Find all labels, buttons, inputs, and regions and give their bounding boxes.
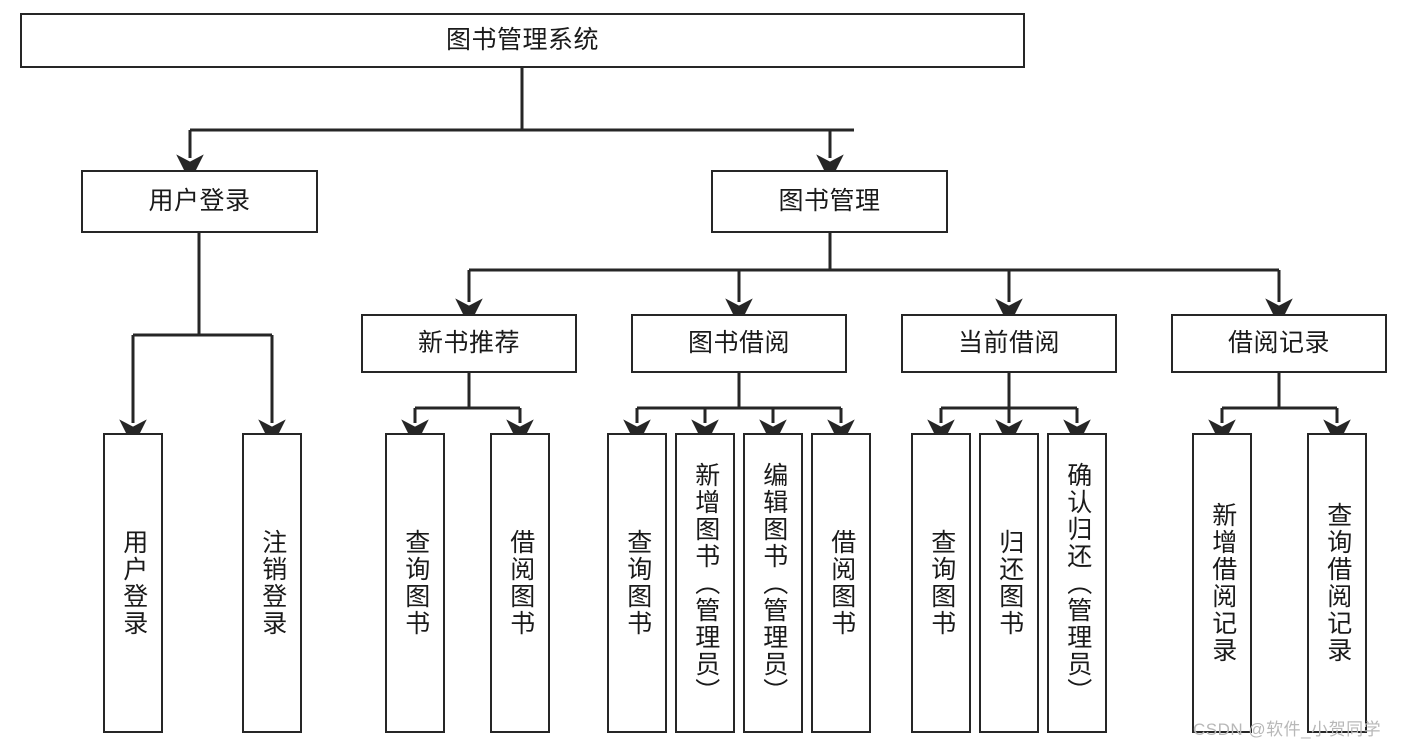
node-leaf-confirm-return-label: 确认归还（管理员） [1063, 461, 1092, 705]
node-leaf-add-book[interactable]: 新增图书（管理员） [675, 433, 735, 733]
node-leaf-logout[interactable]: 注销登录 [242, 433, 302, 733]
node-new-book-rec-label: 新书推荐 [417, 329, 520, 358]
node-leaf-borrow-book-2-label: 借阅图书 [827, 529, 856, 637]
node-leaf-borrow-book-1[interactable]: 借阅图书 [490, 433, 550, 733]
node-leaf-query-book-3[interactable]: 查询图书 [911, 433, 971, 733]
node-leaf-query-record-label: 查询借阅记录 [1323, 502, 1352, 664]
node-book-borrow-label: 图书借阅 [687, 329, 790, 358]
node-new-book-rec[interactable]: 新书推荐 [361, 314, 577, 373]
node-leaf-edit-book-label: 编辑图书（管理员） [759, 461, 788, 705]
node-book-manage[interactable]: 图书管理 [711, 170, 948, 233]
node-root[interactable]: 图书管理系统 [20, 13, 1025, 68]
node-leaf-query-book-2-label: 查询图书 [623, 529, 652, 637]
node-book-borrow[interactable]: 图书借阅 [631, 314, 847, 373]
node-user-login[interactable]: 用户登录 [81, 170, 318, 233]
node-leaf-query-book-3-label: 查询图书 [927, 529, 956, 637]
node-leaf-user-login[interactable]: 用户登录 [103, 433, 163, 733]
node-root-label: 图书管理系统 [445, 26, 599, 55]
node-leaf-return-book[interactable]: 归还图书 [979, 433, 1039, 733]
node-leaf-borrow-book-1-label: 借阅图书 [506, 529, 535, 637]
node-leaf-return-book-label: 归还图书 [995, 529, 1024, 637]
node-current-borrow-label: 当前借阅 [957, 329, 1060, 358]
node-leaf-add-book-label: 新增图书（管理员） [691, 461, 720, 705]
node-leaf-query-book-2[interactable]: 查询图书 [607, 433, 667, 733]
node-leaf-add-record-label: 新增借阅记录 [1208, 502, 1237, 664]
node-leaf-edit-book[interactable]: 编辑图书（管理员） [743, 433, 803, 733]
node-leaf-confirm-return[interactable]: 确认归还（管理员） [1047, 433, 1107, 733]
node-book-manage-label: 图书管理 [778, 187, 881, 216]
node-leaf-logout-label: 注销登录 [258, 529, 287, 637]
node-user-login-label: 用户登录 [148, 187, 251, 216]
node-current-borrow[interactable]: 当前借阅 [901, 314, 1117, 373]
node-leaf-query-book-1[interactable]: 查询图书 [385, 433, 445, 733]
node-leaf-add-record[interactable]: 新增借阅记录 [1192, 433, 1252, 733]
node-leaf-query-record[interactable]: 查询借阅记录 [1307, 433, 1367, 733]
node-leaf-user-login-label: 用户登录 [119, 529, 148, 637]
node-borrow-record[interactable]: 借阅记录 [1171, 314, 1387, 373]
node-borrow-record-label: 借阅记录 [1227, 329, 1330, 358]
node-leaf-borrow-book-2[interactable]: 借阅图书 [811, 433, 871, 733]
node-leaf-query-book-1-label: 查询图书 [401, 529, 430, 637]
